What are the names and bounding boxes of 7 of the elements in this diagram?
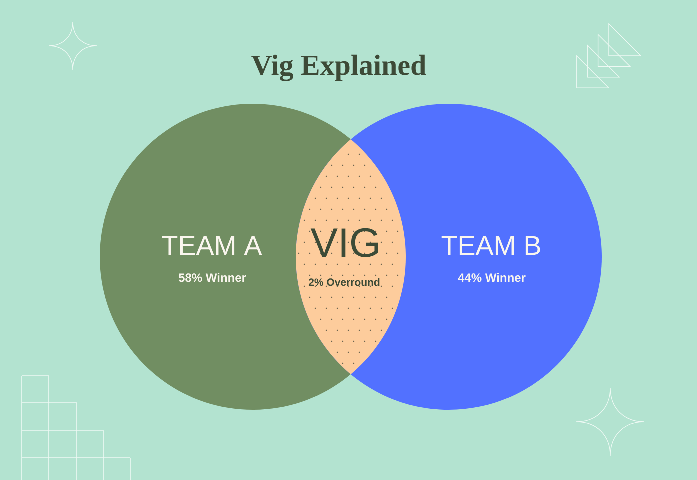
team-label: TEAM B — [442, 236, 540, 255]
vig-label: VIG — [310, 228, 378, 258]
percentage-label: 44% Winner — [458, 273, 526, 282]
percentage-label: 58% Winner — [178, 273, 246, 282]
overround-label: 2% Overround — [308, 278, 380, 286]
team-label: TEAM A — [162, 236, 262, 255]
title: Vig Explained — [252, 54, 426, 82]
